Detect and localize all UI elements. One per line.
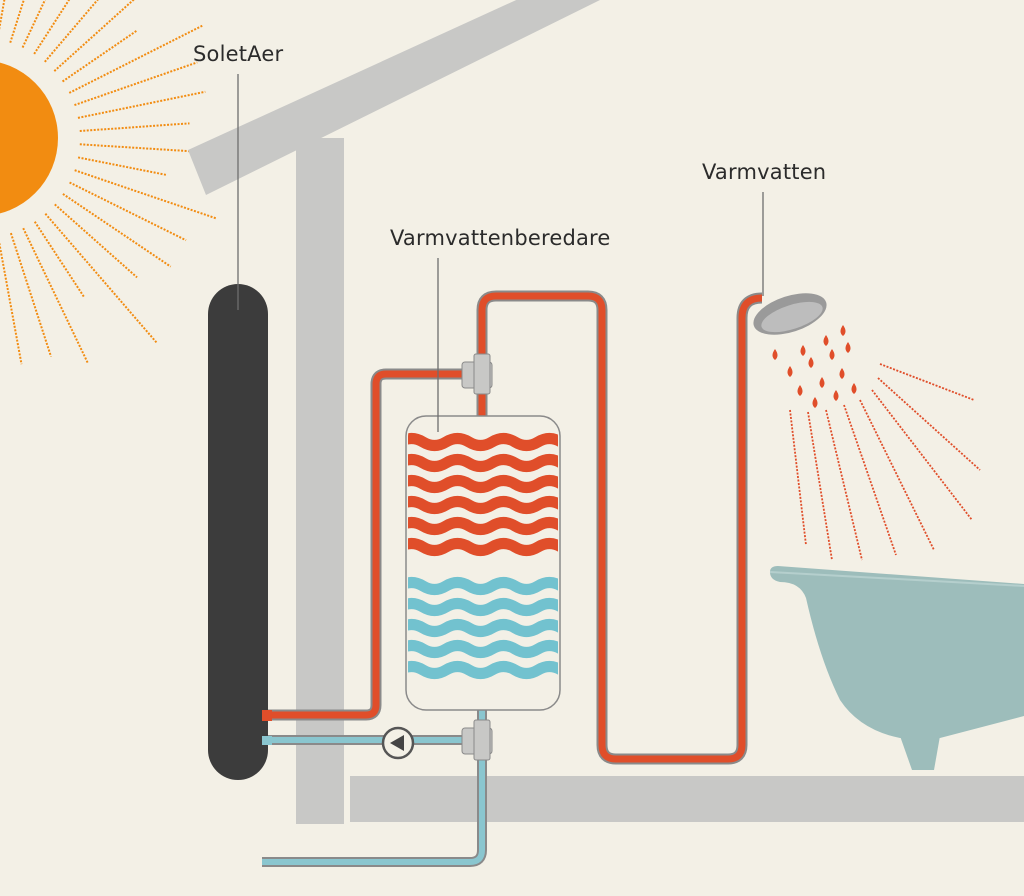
solar-collector — [208, 284, 268, 780]
sun-ray — [9, 232, 53, 358]
water-drop — [797, 385, 803, 396]
hot-water-pipes — [262, 290, 763, 765]
water-drop — [833, 390, 839, 401]
spray-line — [807, 411, 833, 561]
spray-line — [871, 389, 973, 521]
tank-wave — [408, 661, 558, 679]
sun-ray — [79, 122, 190, 133]
sun-rays — [0, 0, 250, 365]
water-drop — [808, 357, 814, 368]
tank-wave — [408, 454, 558, 472]
tank-wave — [408, 538, 558, 556]
tank-wave — [408, 433, 558, 451]
spray-line — [879, 363, 975, 401]
floor — [350, 776, 1024, 822]
tank-wave — [408, 475, 558, 493]
sun-ray — [44, 0, 99, 63]
sun-ray — [44, 213, 158, 344]
leader-lines — [237, 74, 764, 432]
sun-icon — [0, 62, 58, 214]
water-drop — [819, 377, 825, 388]
sun-ray — [22, 227, 89, 364]
tank-wave — [408, 619, 558, 637]
sun-ray — [62, 193, 172, 268]
sun-ray — [77, 90, 206, 119]
tank-wave — [408, 496, 558, 514]
sun-ray — [74, 61, 198, 107]
water-heater-tank — [405, 415, 561, 711]
water-drop — [829, 349, 835, 360]
collector-hot-outlet — [262, 710, 272, 721]
pipe-connector-bottom — [461, 719, 493, 761]
label-hot-water: Varmvatten — [702, 160, 827, 184]
water-spray-lines — [789, 363, 981, 561]
water-drop — [787, 366, 793, 377]
sun-ray — [54, 203, 138, 279]
water-drops — [772, 325, 857, 408]
water-drop — [823, 335, 829, 346]
label-collector: SoletAer — [193, 42, 284, 66]
sun-ray — [77, 156, 167, 176]
water-drop — [772, 349, 778, 360]
water-drop — [812, 397, 818, 408]
sun-ray — [33, 221, 85, 298]
water-drop — [851, 383, 857, 394]
spray-line — [843, 404, 897, 556]
water-drop — [800, 345, 806, 356]
spray-line — [877, 377, 981, 471]
spray-line — [825, 409, 863, 561]
sun-ray — [69, 181, 187, 242]
collector-cold-inlet — [262, 736, 272, 745]
water-drop — [845, 342, 851, 353]
spray-line — [789, 409, 807, 546]
bathtub-icon — [769, 566, 1024, 770]
shower-head-icon — [753, 293, 827, 335]
sun-ray — [9, 0, 25, 43]
sun-ray — [21, 0, 47, 48]
sun-ray — [61, 29, 138, 83]
wall — [296, 138, 344, 824]
water-drop — [839, 368, 845, 379]
sun-ray — [0, 241, 23, 365]
tank-wave — [408, 598, 558, 616]
pipe-connector-top — [461, 353, 493, 395]
sun-ray — [53, 0, 135, 72]
tank-wave — [408, 517, 558, 535]
pump-icon — [381, 726, 415, 760]
roof-beam — [188, 0, 600, 195]
sun-ray — [68, 24, 204, 94]
sun-ray — [0, 0, 6, 31]
tank-wave — [408, 577, 558, 595]
tank-wave — [408, 640, 558, 658]
sun-ray — [33, 0, 71, 55]
label-water-heater: Varmvattenberedare — [390, 226, 611, 250]
spray-line — [859, 399, 935, 551]
cold-water-pipes — [262, 708, 487, 867]
sun-ray — [74, 169, 217, 220]
water-drop — [840, 325, 846, 336]
